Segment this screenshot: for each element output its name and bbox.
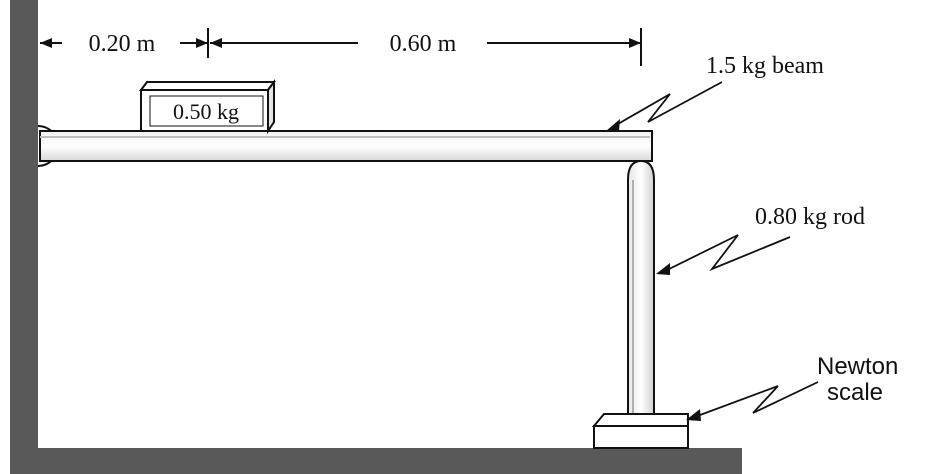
scale-label-line1: Newton — [817, 353, 898, 380]
dimension-right: 0.60 m — [210, 31, 641, 57]
rod-label: 0.80 kg rod — [755, 204, 865, 230]
newton-scale — [591, 413, 689, 449]
beam-callout: 1.5 kg beam — [606, 53, 824, 131]
mass-block: 0.50 kg — [139, 79, 276, 135]
dimension-left: 0.20 m — [40, 31, 208, 57]
beam-label: 1.5 kg beam — [706, 53, 824, 79]
rod-callout: 0.80 kg rod — [656, 204, 865, 275]
floor — [10, 448, 742, 474]
dimension-markers: 0.20 m 0.60 m — [40, 28, 642, 66]
dimension-left-label: 0.20 m — [89, 31, 156, 57]
rod — [627, 159, 655, 421]
dimension-right-label: 0.60 m — [390, 31, 457, 57]
beam-leader-line — [610, 81, 723, 129]
rod-leader-line — [662, 234, 791, 273]
scale-callout: Newton scale — [686, 353, 898, 421]
wall — [10, 0, 38, 474]
block-mass-label: 0.50 kg — [173, 99, 239, 124]
wall-and-floor — [10, 0, 742, 474]
beam — [39, 130, 653, 162]
scale-leader-line — [691, 381, 819, 419]
scale-label-line2: scale — [827, 379, 883, 406]
